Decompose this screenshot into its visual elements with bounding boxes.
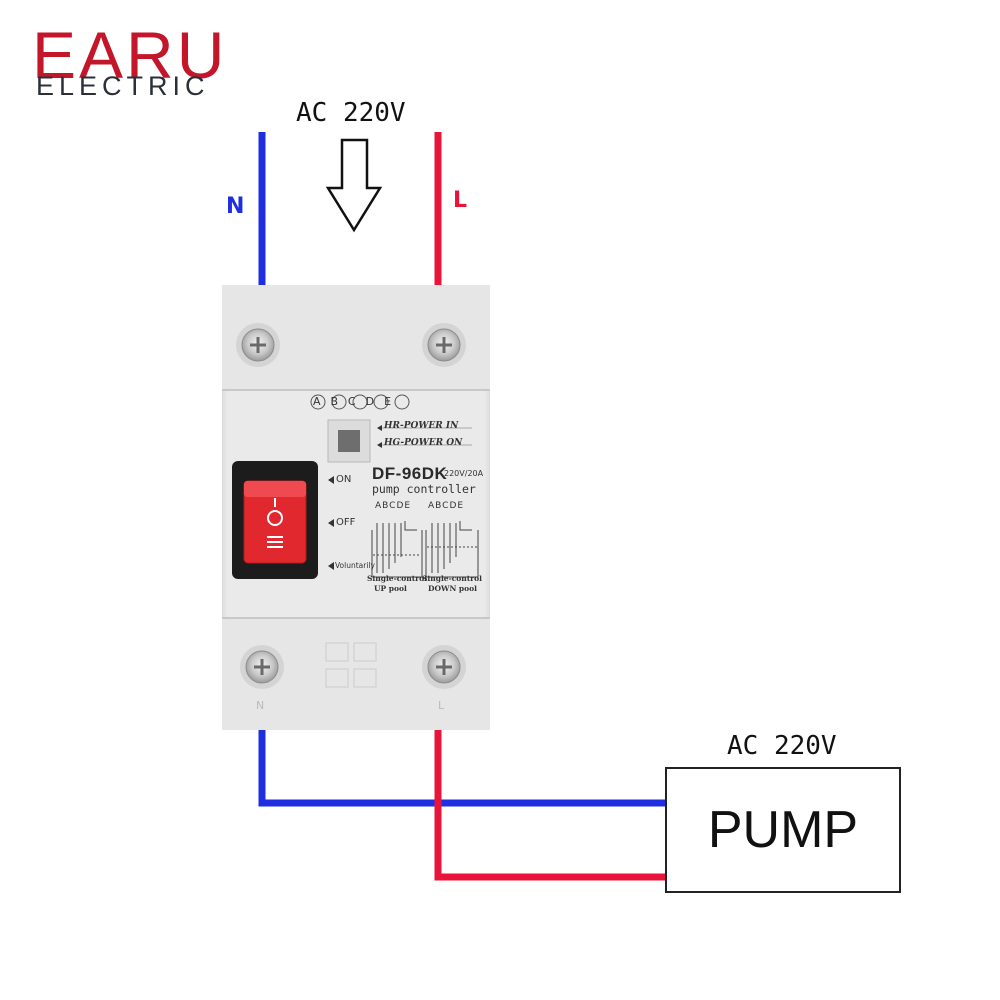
live-output-wire [434,728,665,881]
pump-label: PUMP [707,801,859,859]
brand-tagline: ELECTRIC [36,71,210,101]
up-pool-caption-1: Single-control [367,574,427,583]
terminal-letter-e: E [384,395,402,408]
down-pool-caption-2: DOWN pool [428,584,478,593]
indicator-window [327,419,371,463]
pump-controller-device [222,285,490,730]
diagram-right-letters: ABCDE [428,501,465,511]
up-pool-caption-2: UP pool [374,584,407,593]
indicator-power-in: HR-POWER IN [384,421,459,431]
screw-top-left-icon [236,323,280,367]
up-pool-diagram [371,521,423,578]
screw-top-right-icon [422,323,466,367]
switch-off-label: OFF [336,517,356,528]
neutral-label: N [226,194,245,219]
neutral-output-wire [258,728,665,807]
bottom-live-mark: L [438,699,445,712]
rocker-switch [232,461,318,579]
terminal-letter-d: D [365,395,385,408]
down-pool-caption-1: Single-control [422,574,482,583]
brand-logo: EARU [32,18,228,92]
screw-bottom-right-icon [422,645,466,689]
diagram-left-letters: ABCDE [375,501,412,511]
device-model: DF-96DK [372,464,448,483]
device-name: pump controller [372,482,476,496]
screw-bottom-left-icon [240,645,284,689]
switch-on-label: ON [336,474,352,485]
arrow-voluntarily-icon [328,562,334,570]
device-rating: 220V/20A [444,469,484,478]
terminal-letter-c: C [347,395,366,408]
down-arrow-icon [325,138,383,233]
arrow-on-icon [328,476,334,484]
terminal-markers [310,394,410,410]
switch-voluntarily-label: Voluntarily [335,561,375,570]
bottom-neutral-mark: N [256,699,265,712]
arrow-off-icon [328,519,334,527]
down-pool-diagram [425,521,479,578]
live-label: L [453,188,468,213]
indicator-power-on: HG-POWER ON [384,438,463,448]
supply-voltage-label: AC 220V [296,98,406,128]
terminal-letter-b: B [330,395,348,408]
pump-box: PUMP [665,767,901,893]
terminal-letter-a: A [313,395,331,408]
embossed-marks [325,642,377,688]
load-voltage-label: AC 220V [727,731,837,761]
